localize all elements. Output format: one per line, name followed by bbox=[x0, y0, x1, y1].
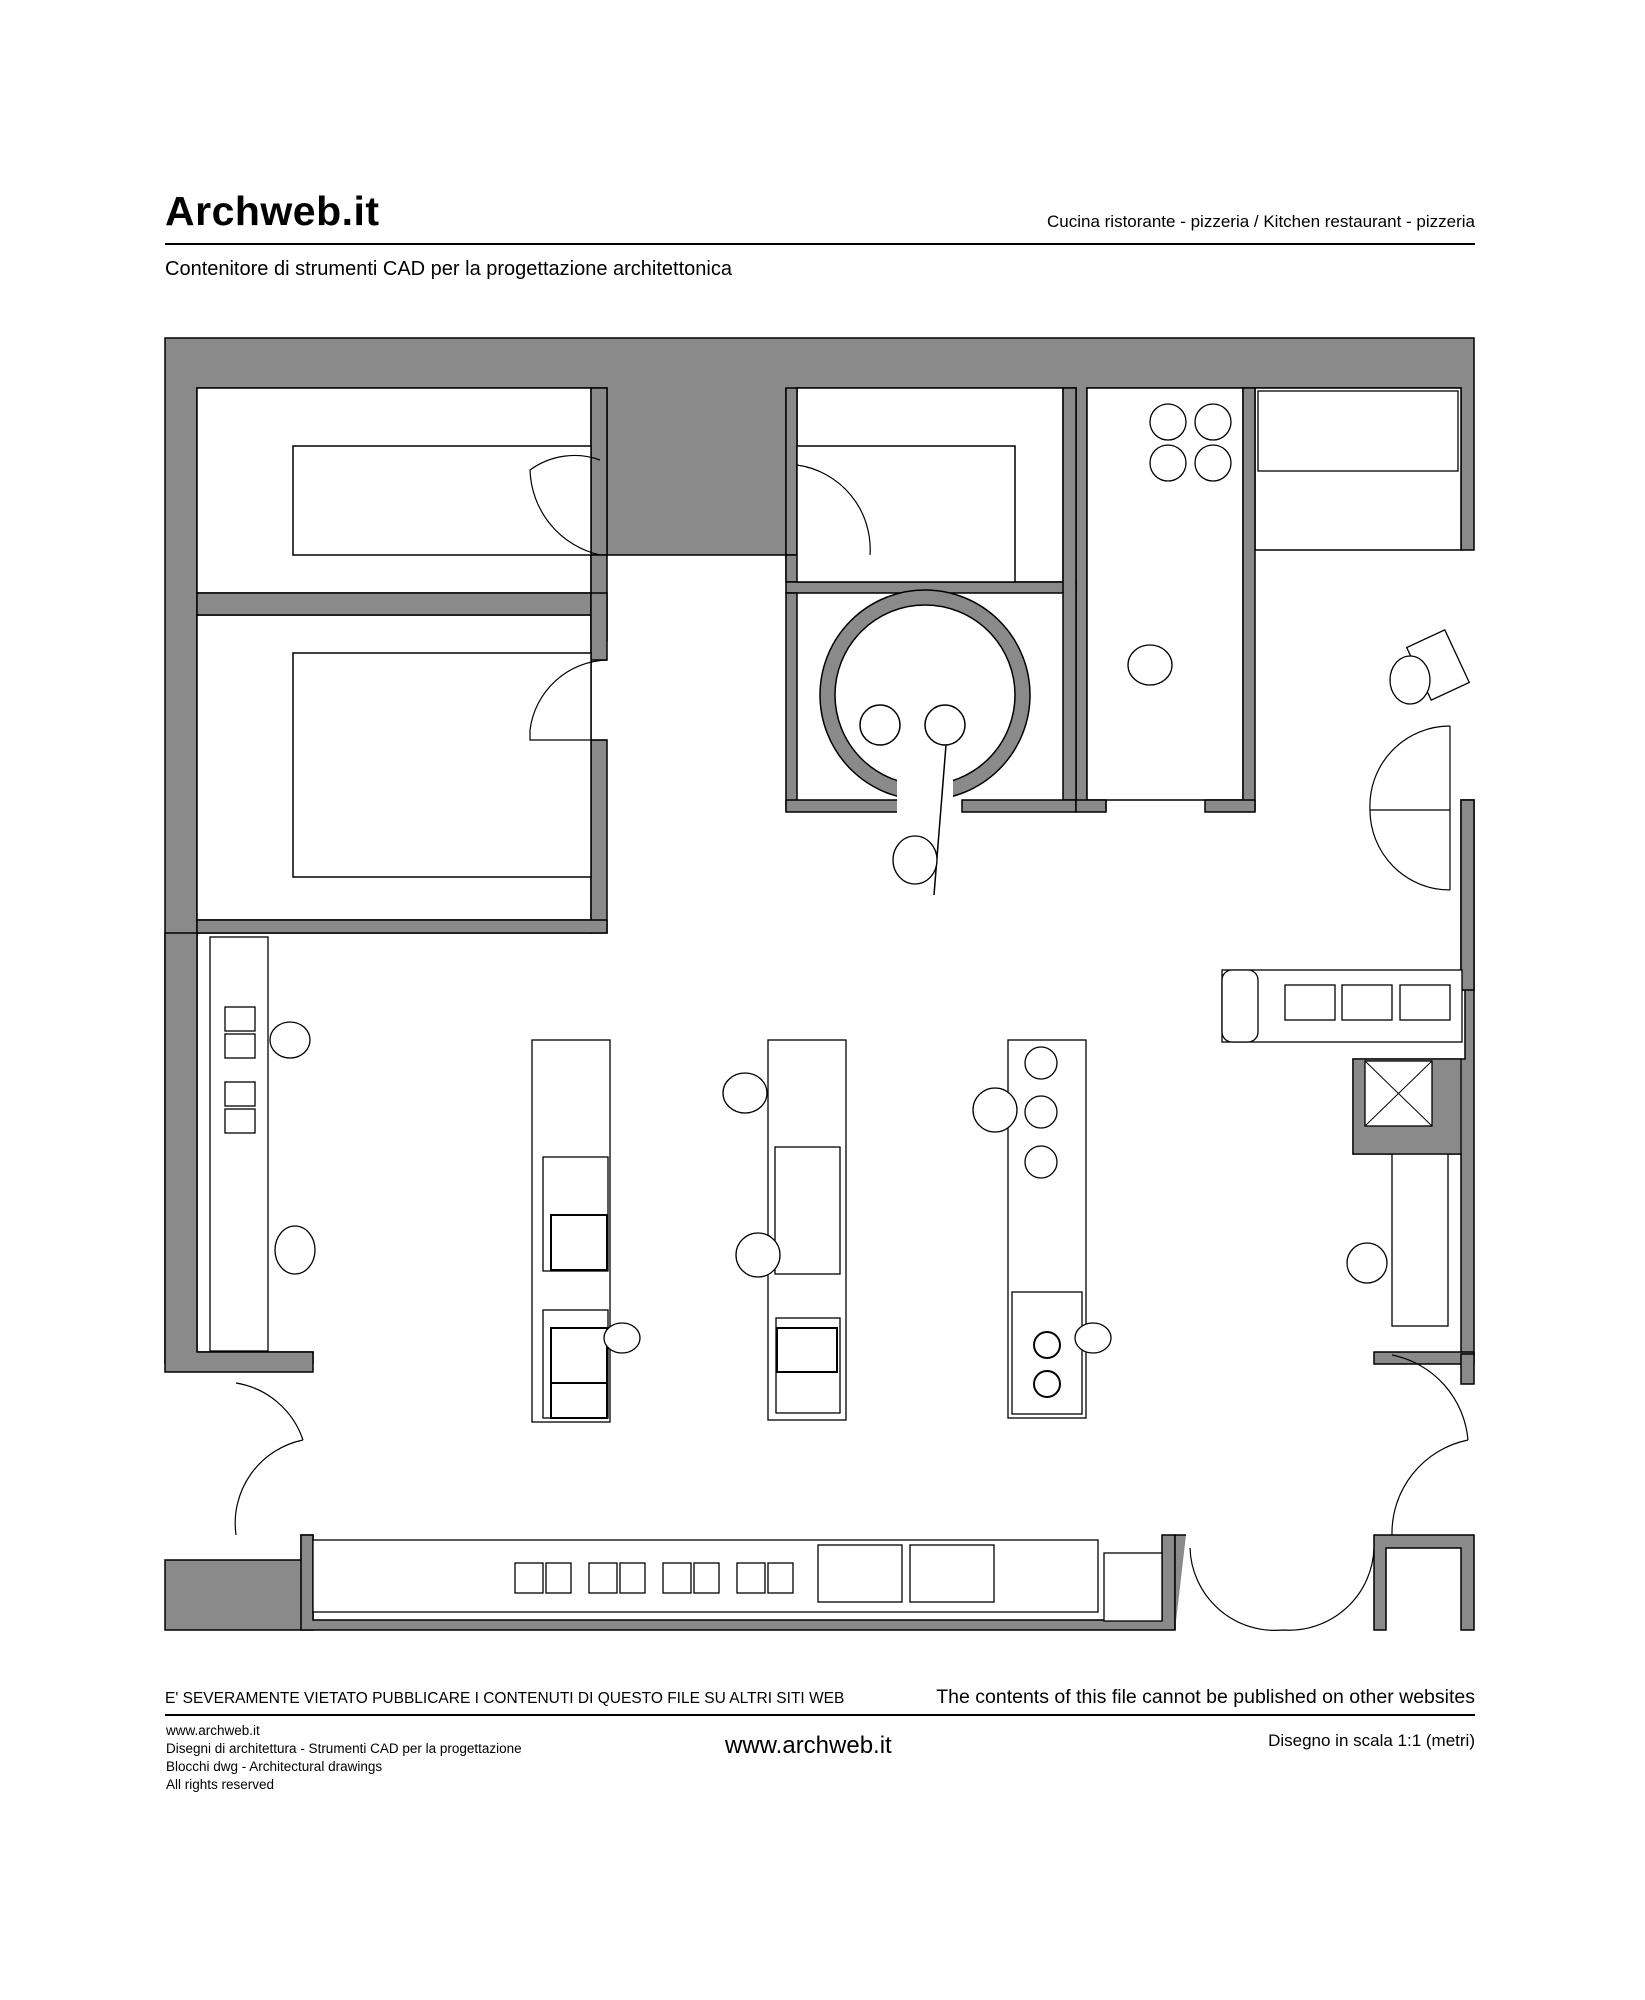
bottom-counter bbox=[312, 1539, 1163, 1622]
cold-rooms bbox=[292, 445, 1016, 878]
person-icon bbox=[269, 644, 1431, 1354]
right-counters bbox=[1221, 969, 1463, 1327]
website-link[interactable]: www.archweb.it bbox=[725, 1732, 892, 1759]
scale-note: Disegno in scala 1:1 (metri) bbox=[1268, 1731, 1475, 1750]
logo: Archweb.it bbox=[165, 188, 380, 234]
column bbox=[1352, 1058, 1462, 1155]
drawing-title: Cucina ristorante - pizzeria / Kitchen r… bbox=[1046, 212, 1475, 231]
header-rule bbox=[165, 243, 1475, 245]
info-line: Disegni di architettura - Strumenti CAD … bbox=[166, 1741, 522, 1756]
left-walls bbox=[164, 932, 1186, 1630]
info-line: All rights reserved bbox=[166, 1777, 275, 1792]
warning-italian: E' SEVERAMENTE VIETATO PUBBLICARE I CONT… bbox=[165, 1690, 845, 1707]
info-line: Blocchi dwg - Architectural drawings bbox=[166, 1759, 383, 1774]
pizza-oven bbox=[819, 589, 1031, 896]
info-line: www.archweb.it bbox=[166, 1723, 260, 1738]
footer-rule bbox=[165, 1714, 1475, 1716]
burner-icon bbox=[550, 1214, 1061, 1419]
equipment-top-right bbox=[1149, 390, 1471, 702]
subtitle: Contenitore di strumenti CAD per la prog… bbox=[165, 258, 732, 280]
prep-counter-left bbox=[209, 936, 269, 1352]
warning-english: The contents of this file cannot be publ… bbox=[936, 1686, 1475, 1708]
door-swings bbox=[234, 454, 1469, 1631]
